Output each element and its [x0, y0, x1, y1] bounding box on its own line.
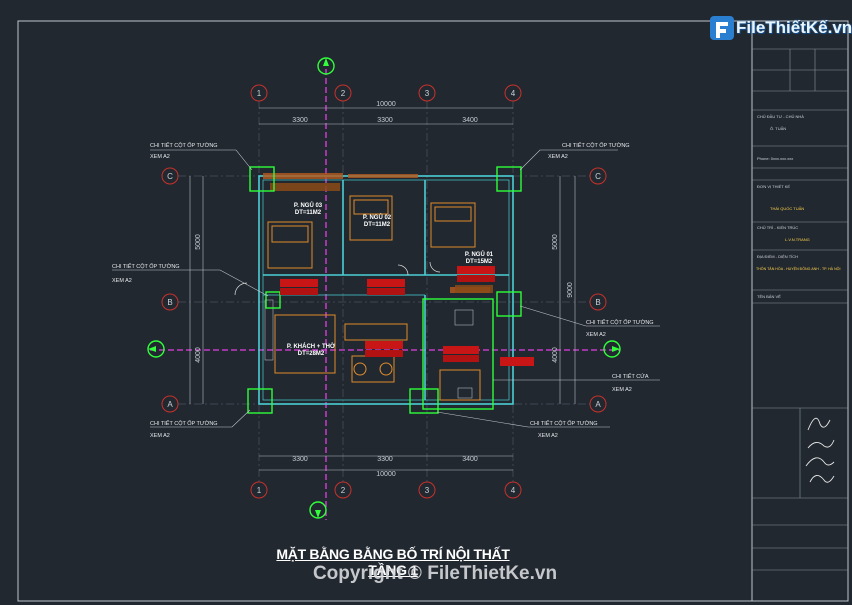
drawing-title: MẶT BẰNG BẰNG BỐ TRÍ NỘI THẤT TẦNG 1 — [276, 546, 510, 578]
dim-right: 4000 — [552, 347, 559, 363]
brand-logo-icon — [710, 16, 734, 40]
grid-labels: 1 2 3 4 1 2 3 4 C B A C B A — [167, 89, 601, 495]
grid-row-label: C — [167, 172, 173, 181]
room-name: P. NGỦ 03 — [294, 202, 323, 209]
callout-title: CHI TIẾT CỘT ỐP TƯỜNG — [562, 142, 630, 149]
grid-col-label: 1 — [257, 486, 262, 495]
dim-left: 5000 — [195, 234, 202, 250]
dim-total-bottom: 10000 — [376, 471, 396, 478]
dim-right: 5000 — [552, 234, 559, 250]
callout-title: CHI TIẾT CỘT ỐP TƯỜNG — [150, 142, 218, 149]
tb-row: ĐỊA ĐIỂM - DIỆN TÍCH — [757, 254, 798, 259]
callout-leaders — [112, 149, 660, 428]
dim-top: 3400 — [462, 117, 478, 124]
title-block-text: CHỦ ĐẦU TƯ - CHỦ NHÀ Ô. TUẤN Phone: 0xxx… — [756, 114, 840, 299]
signatures — [805, 417, 835, 483]
callout-title: CHI TIẾT CỘT ỐP TƯỜNG — [530, 420, 598, 427]
grid-col-label: 2 — [341, 486, 346, 495]
furniture — [267, 195, 481, 401]
tb-row: L.V.N.TRANG — [785, 237, 810, 242]
grid-row-label: A — [167, 400, 173, 409]
dimension-lines — [189, 107, 576, 471]
room-labels: P. NGỦ 03 DT=11M2 P. NGỦ 02 DT=11M2 P. N… — [287, 202, 494, 357]
doors — [234, 173, 490, 296]
fixtures — [264, 299, 474, 399]
wood-strips — [270, 183, 493, 293]
tb-row: ĐƠN VỊ THIẾT KẾ — [757, 184, 790, 189]
grid-col-label: 3 — [425, 486, 430, 495]
title-block-frame — [751, 20, 849, 602]
tb-row: TÊN BẢN VẼ — [757, 294, 781, 299]
room-name: P. NGỦ 02 — [363, 214, 392, 221]
room-area: DT=11M2 — [295, 210, 322, 216]
tb-row: CHỦ ĐẦU TƯ - CHỦ NHÀ — [757, 114, 804, 119]
callout-title: CHI TIẾT CỘT ỐP TƯỜNG — [112, 263, 180, 270]
callout-title: CHI TIẾT CỬA — [612, 373, 649, 380]
callout-ref: XEM A2 — [112, 278, 132, 284]
dimension-text: 10000 3300 3300 3400 3300 3300 3400 1000… — [195, 101, 574, 478]
dim-right: 9000 — [567, 282, 574, 298]
grid-col-label: 4 — [511, 486, 516, 495]
dim-left: 4000 — [195, 347, 202, 363]
grid-row-label: A — [595, 400, 601, 409]
grid-col-label: 4 — [511, 89, 516, 98]
grid-col-label: 1 — [257, 89, 262, 98]
callout-ref: XEM A2 — [150, 154, 170, 160]
grid-col-label: 3 — [425, 89, 430, 98]
room-name: P. KHÁCH + THỜ — [287, 342, 336, 350]
dim-bottom: 3300 — [292, 456, 308, 463]
dim-top: 3300 — [377, 117, 393, 124]
tb-row: CHỦ TRÌ - KIẾN TRÚC — [757, 225, 798, 230]
title-block-lines — [752, 48, 848, 571]
room-area: DT=15M2 — [466, 259, 493, 265]
callout-title: CHI TIẾT CỘT ỐP TƯỜNG — [150, 420, 218, 427]
callout-text: CHI TIẾT CỘT ỐP TƯỜNG XEM A2 CHI TIẾT CỘ… — [112, 142, 654, 439]
callout-title: CHI TIẾT CỘT ỐP TƯỜNG — [586, 319, 654, 326]
callout-ref: XEM A2 — [538, 433, 558, 439]
column-callout-boxes — [247, 166, 522, 414]
axis-marker-fills — [148, 58, 620, 518]
dim-bottom: 3400 — [462, 456, 478, 463]
grid-col-label: 2 — [341, 89, 346, 98]
dim-total-top: 10000 — [376, 101, 396, 108]
dim-top: 3300 — [292, 117, 308, 124]
brand-name: FileThiếtKế.vn — [736, 18, 852, 37]
callout-ref: XEM A2 — [586, 332, 606, 338]
room-area: DT=28M2 — [298, 351, 325, 357]
callout-ref: XEM A2 — [548, 154, 568, 160]
room-name: P. NGỦ 01 — [465, 251, 494, 258]
grid-row-label: B — [167, 298, 172, 307]
room-area: DT=11M2 — [364, 222, 391, 228]
copyright-watermark: Copyright © FileThietKe.vn — [312, 563, 558, 584]
dim-bottom: 3300 — [377, 456, 393, 463]
tb-row: THÔN TÂN HÒA - HUYỆN ĐÔNG ANH - TP. HÀ N… — [756, 266, 840, 271]
tb-row: THÁI QUỐC TUẤN — [770, 206, 804, 211]
grid-row-label: C — [595, 172, 601, 181]
red-tags — [280, 266, 534, 366]
tb-row: Phone: 0xxx.xxx.xxx — [757, 156, 793, 161]
grid-row-label: B — [595, 298, 600, 307]
tb-row: Ô. TUẤN — [770, 126, 786, 131]
callout-ref: XEM A2 — [612, 387, 632, 393]
callout-ref: XEM A2 — [150, 433, 170, 439]
